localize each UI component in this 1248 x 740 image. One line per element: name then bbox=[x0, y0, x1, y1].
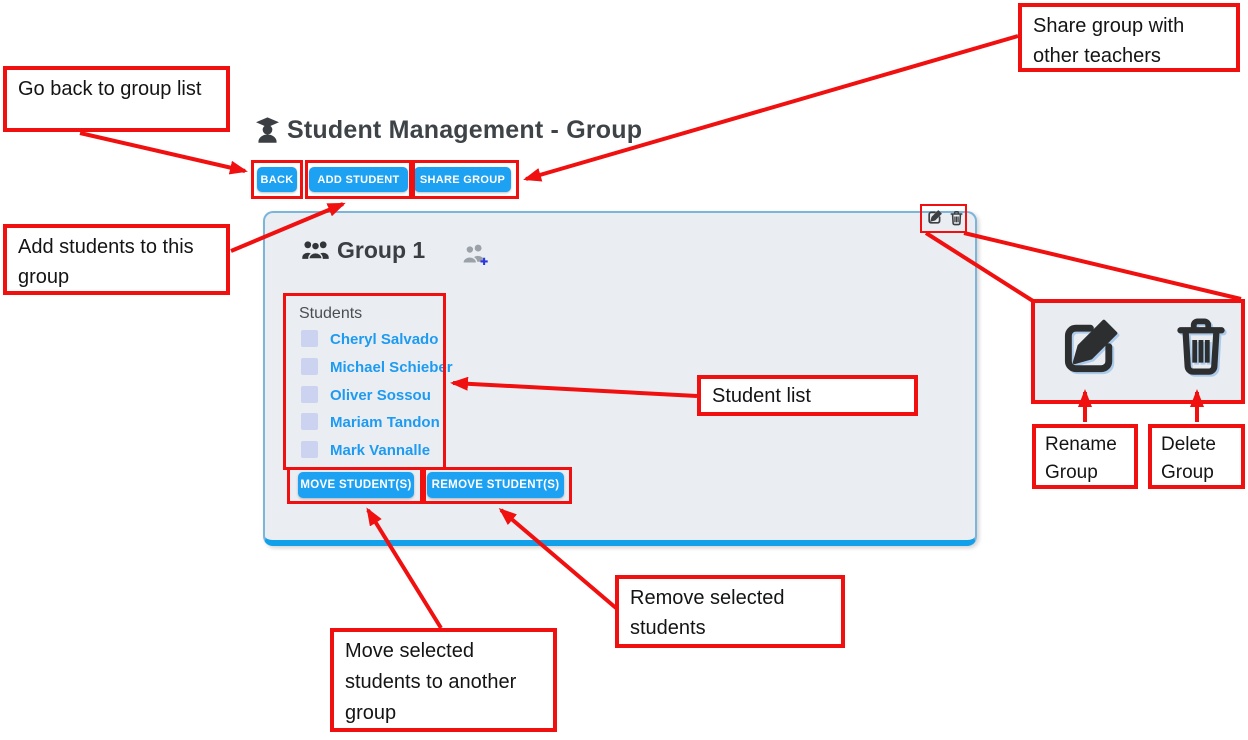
student-name[interactable]: Mariam Tandon bbox=[330, 414, 440, 431]
student-checkbox[interactable] bbox=[301, 441, 318, 458]
student-row: Cheryl Salvado bbox=[301, 330, 461, 348]
share-group-button[interactable]: SHARE GROUP bbox=[414, 167, 511, 192]
students-label: Students bbox=[299, 305, 363, 322]
move-students-button[interactable]: MOVE STUDENT(S) bbox=[298, 472, 414, 498]
student-name[interactable]: Cheryl Salvado bbox=[330, 331, 439, 348]
student-name[interactable]: Michael Schieber bbox=[330, 359, 453, 376]
users-icon bbox=[301, 239, 330, 260]
student-checkbox[interactable] bbox=[301, 358, 318, 375]
callout-rename-group: Rename Group bbox=[1032, 424, 1138, 489]
student-row: Mariam Tandon bbox=[301, 413, 461, 431]
edit-group-button[interactable] bbox=[925, 209, 943, 227]
student-checkbox[interactable] bbox=[301, 386, 318, 403]
magnified-icons-panel bbox=[1031, 299, 1245, 404]
back-button[interactable]: BACK bbox=[257, 167, 297, 192]
remove-students-button[interactable]: REMOVE STUDENT(S) bbox=[427, 472, 564, 498]
page-title: Student Management - Group bbox=[287, 116, 643, 144]
callout-student-list: Student list bbox=[697, 375, 918, 416]
student-checkbox[interactable] bbox=[301, 413, 318, 430]
group-title: Group 1 bbox=[337, 237, 426, 263]
callout-delete-group: Delete Group bbox=[1148, 424, 1245, 489]
delete-group-button[interactable] bbox=[948, 210, 964, 227]
graduate-icon bbox=[253, 115, 282, 145]
student-name[interactable]: Oliver Sossou bbox=[330, 387, 431, 404]
student-name[interactable]: Mark Vannalle bbox=[330, 442, 431, 459]
user-plus-icon bbox=[459, 244, 490, 270]
edit-pencil-square-icon bbox=[926, 210, 943, 229]
callout-go-back: Go back to group list bbox=[3, 66, 230, 132]
add-student-to-group-button[interactable] bbox=[459, 242, 490, 267]
student-row: Mark Vannalle bbox=[301, 441, 461, 459]
trash-icon bbox=[949, 210, 964, 229]
student-row: Oliver Sossou bbox=[301, 386, 461, 404]
callout-share: Share group with other teachers bbox=[1018, 3, 1240, 72]
edit-pencil-square-icon-large bbox=[1056, 314, 1122, 387]
callout-move-selected: Move selected students to another group bbox=[330, 628, 557, 732]
callout-remove-selected: Remove selected students bbox=[615, 575, 845, 648]
add-student-button[interactable]: ADD STUDENT bbox=[309, 167, 408, 192]
student-checkbox[interactable] bbox=[301, 330, 318, 347]
trash-icon-large bbox=[1172, 311, 1230, 386]
student-row: Michael Schieber bbox=[301, 358, 461, 376]
callout-add-students: Add students to this group bbox=[3, 224, 230, 295]
